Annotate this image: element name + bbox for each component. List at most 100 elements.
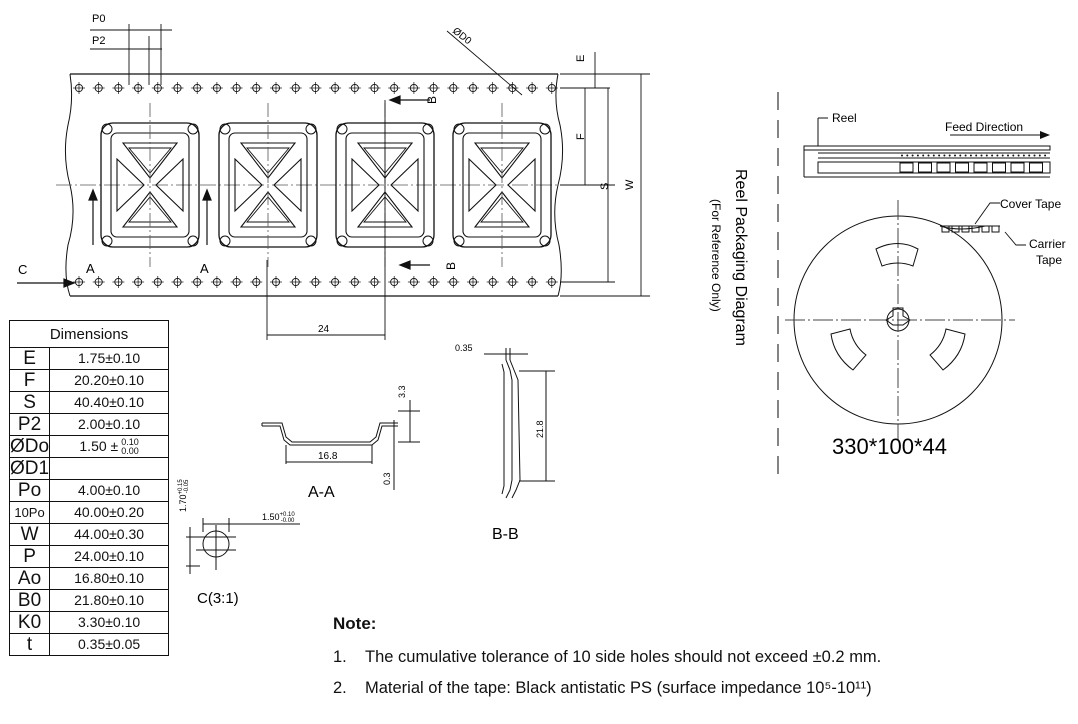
section-a-left-label: A <box>86 261 95 276</box>
sprocket-hole <box>388 276 401 288</box>
dimension-key: K0 <box>8 611 51 634</box>
reel-sprocket-dot <box>948 154 951 157</box>
dimension-key: Ao <box>8 567 51 590</box>
e-label: E <box>575 55 587 62</box>
notes-section: Note: 1.The cumulative tolerance of 10 s… <box>333 614 881 710</box>
dimension-value: 3.30±0.10 <box>49 611 170 634</box>
sprocket-hole <box>132 276 145 288</box>
sprocket-hole <box>348 82 361 94</box>
sprocket-hole <box>210 276 223 288</box>
reel-pocket <box>955 162 969 173</box>
sprocket-hole <box>526 82 539 94</box>
reel-sprocket-dot <box>943 154 946 157</box>
reel-sprocket-dot <box>959 154 962 157</box>
dimension-value: 44.00±0.30 <box>49 523 170 546</box>
section-b-bottom-label: B <box>444 262 458 270</box>
reel-pocket <box>1029 162 1043 173</box>
carrier-tape-label-1: Carrier <box>1029 237 1066 251</box>
reel-pocket <box>973 162 988 173</box>
aa-height-label: 3.3 <box>397 385 407 398</box>
sprocket-hole <box>545 276 558 288</box>
reel-side-view <box>803 117 1051 178</box>
reel-label: Reel <box>832 111 857 125</box>
d0-leader <box>446 30 523 96</box>
sprocket-hole <box>230 276 243 288</box>
reel-sprocket-dot <box>1028 154 1031 157</box>
sprocket-hole <box>486 82 499 94</box>
dimension-value: 1.75±0.10 <box>49 347 170 370</box>
sprocket-hole <box>329 276 342 288</box>
sprocket-hole <box>388 82 401 94</box>
sprocket-hole <box>467 82 479 94</box>
sprocket-hole <box>467 276 479 288</box>
dimension-key: ØDo <box>8 435 51 458</box>
reel-sprocket-dot <box>1007 154 1009 157</box>
reel-pocket <box>992 162 1006 173</box>
sprocket-hole <box>368 276 381 288</box>
reel-sprocket-dot <box>975 154 978 157</box>
dimension-key: ØD1 <box>8 457 51 480</box>
sprocket-hole <box>92 82 105 94</box>
reel-sprocket-dot <box>985 154 988 157</box>
carrier-tape-label-2: Tape <box>1036 253 1062 267</box>
reel-sprocket-dot <box>906 154 909 157</box>
section-a-mid-label: A <box>200 261 209 276</box>
reel-subtitle: (For Reference Only) <box>709 199 723 312</box>
feed-direction-label: Feed Direction <box>945 120 1023 134</box>
dimension-key: E <box>8 347 51 370</box>
section-bb-drawing <box>484 348 555 499</box>
sprocket-holes <box>73 82 558 288</box>
reel-sprocket-dot <box>991 154 994 157</box>
dimension-key: 10Po <box>8 501 51 524</box>
sprocket-hole <box>132 82 145 94</box>
c-height-label: 1.70+0.15-0.05 <box>178 479 190 512</box>
cover-tape-pocket <box>951 226 960 233</box>
sprocket-hole <box>506 82 519 94</box>
dimension-value-text: 20.20±0.10 <box>74 372 145 388</box>
bb-thickness-label: 0.35 <box>455 343 473 353</box>
sprocket-hole <box>289 276 302 288</box>
cover-tape-pocket <box>941 226 950 233</box>
dimension-value-text: 1.50 ± <box>79 438 119 454</box>
note-2-text: Material of the tape: Black antistatic P… <box>365 679 872 697</box>
note-1: 1.The cumulative tolerance of 10 side ho… <box>333 648 881 667</box>
sprocket-hole <box>112 82 125 94</box>
cover-tape-label: Cover Tape <box>1000 197 1061 211</box>
dimension-value: 40.40±0.10 <box>49 391 170 414</box>
dimension-value-text: 2.00±0.10 <box>77 416 141 432</box>
reel-sprocket-dot <box>927 154 930 157</box>
dimension-value: 24.00±0.10 <box>49 545 170 568</box>
c-title: C(3:1) <box>197 590 239 607</box>
reel-pocket <box>936 162 951 173</box>
note-1-number: 1. <box>333 648 347 666</box>
reel-sprocket-dot <box>954 154 956 157</box>
section-b-top-label: B <box>425 96 439 104</box>
section-c-label: C <box>18 262 27 277</box>
dimension-key: W <box>8 523 51 546</box>
dimension-value: 40.00±0.20 <box>49 501 170 524</box>
dimension-value: 0.35±0.05 <box>49 633 170 656</box>
sprocket-hole <box>250 82 263 94</box>
section-aa-drawing <box>261 400 420 490</box>
reel-sprocket-dot <box>911 154 914 157</box>
reel-sprocket-dot <box>922 154 925 157</box>
sprocket-hole <box>506 276 519 288</box>
sprocket-hole <box>329 82 342 94</box>
reel-front-view <box>785 200 1015 440</box>
reel-sprocket-dot <box>1038 154 1041 157</box>
bb-height-label: 21.8 <box>535 420 545 438</box>
sprocket-hole <box>526 276 539 288</box>
p0-p2-dimensions <box>90 24 172 85</box>
reel-sprocket-dot <box>1012 154 1015 157</box>
sprocket-hole <box>191 82 204 94</box>
dimensions-header: Dimensions <box>8 320 170 348</box>
